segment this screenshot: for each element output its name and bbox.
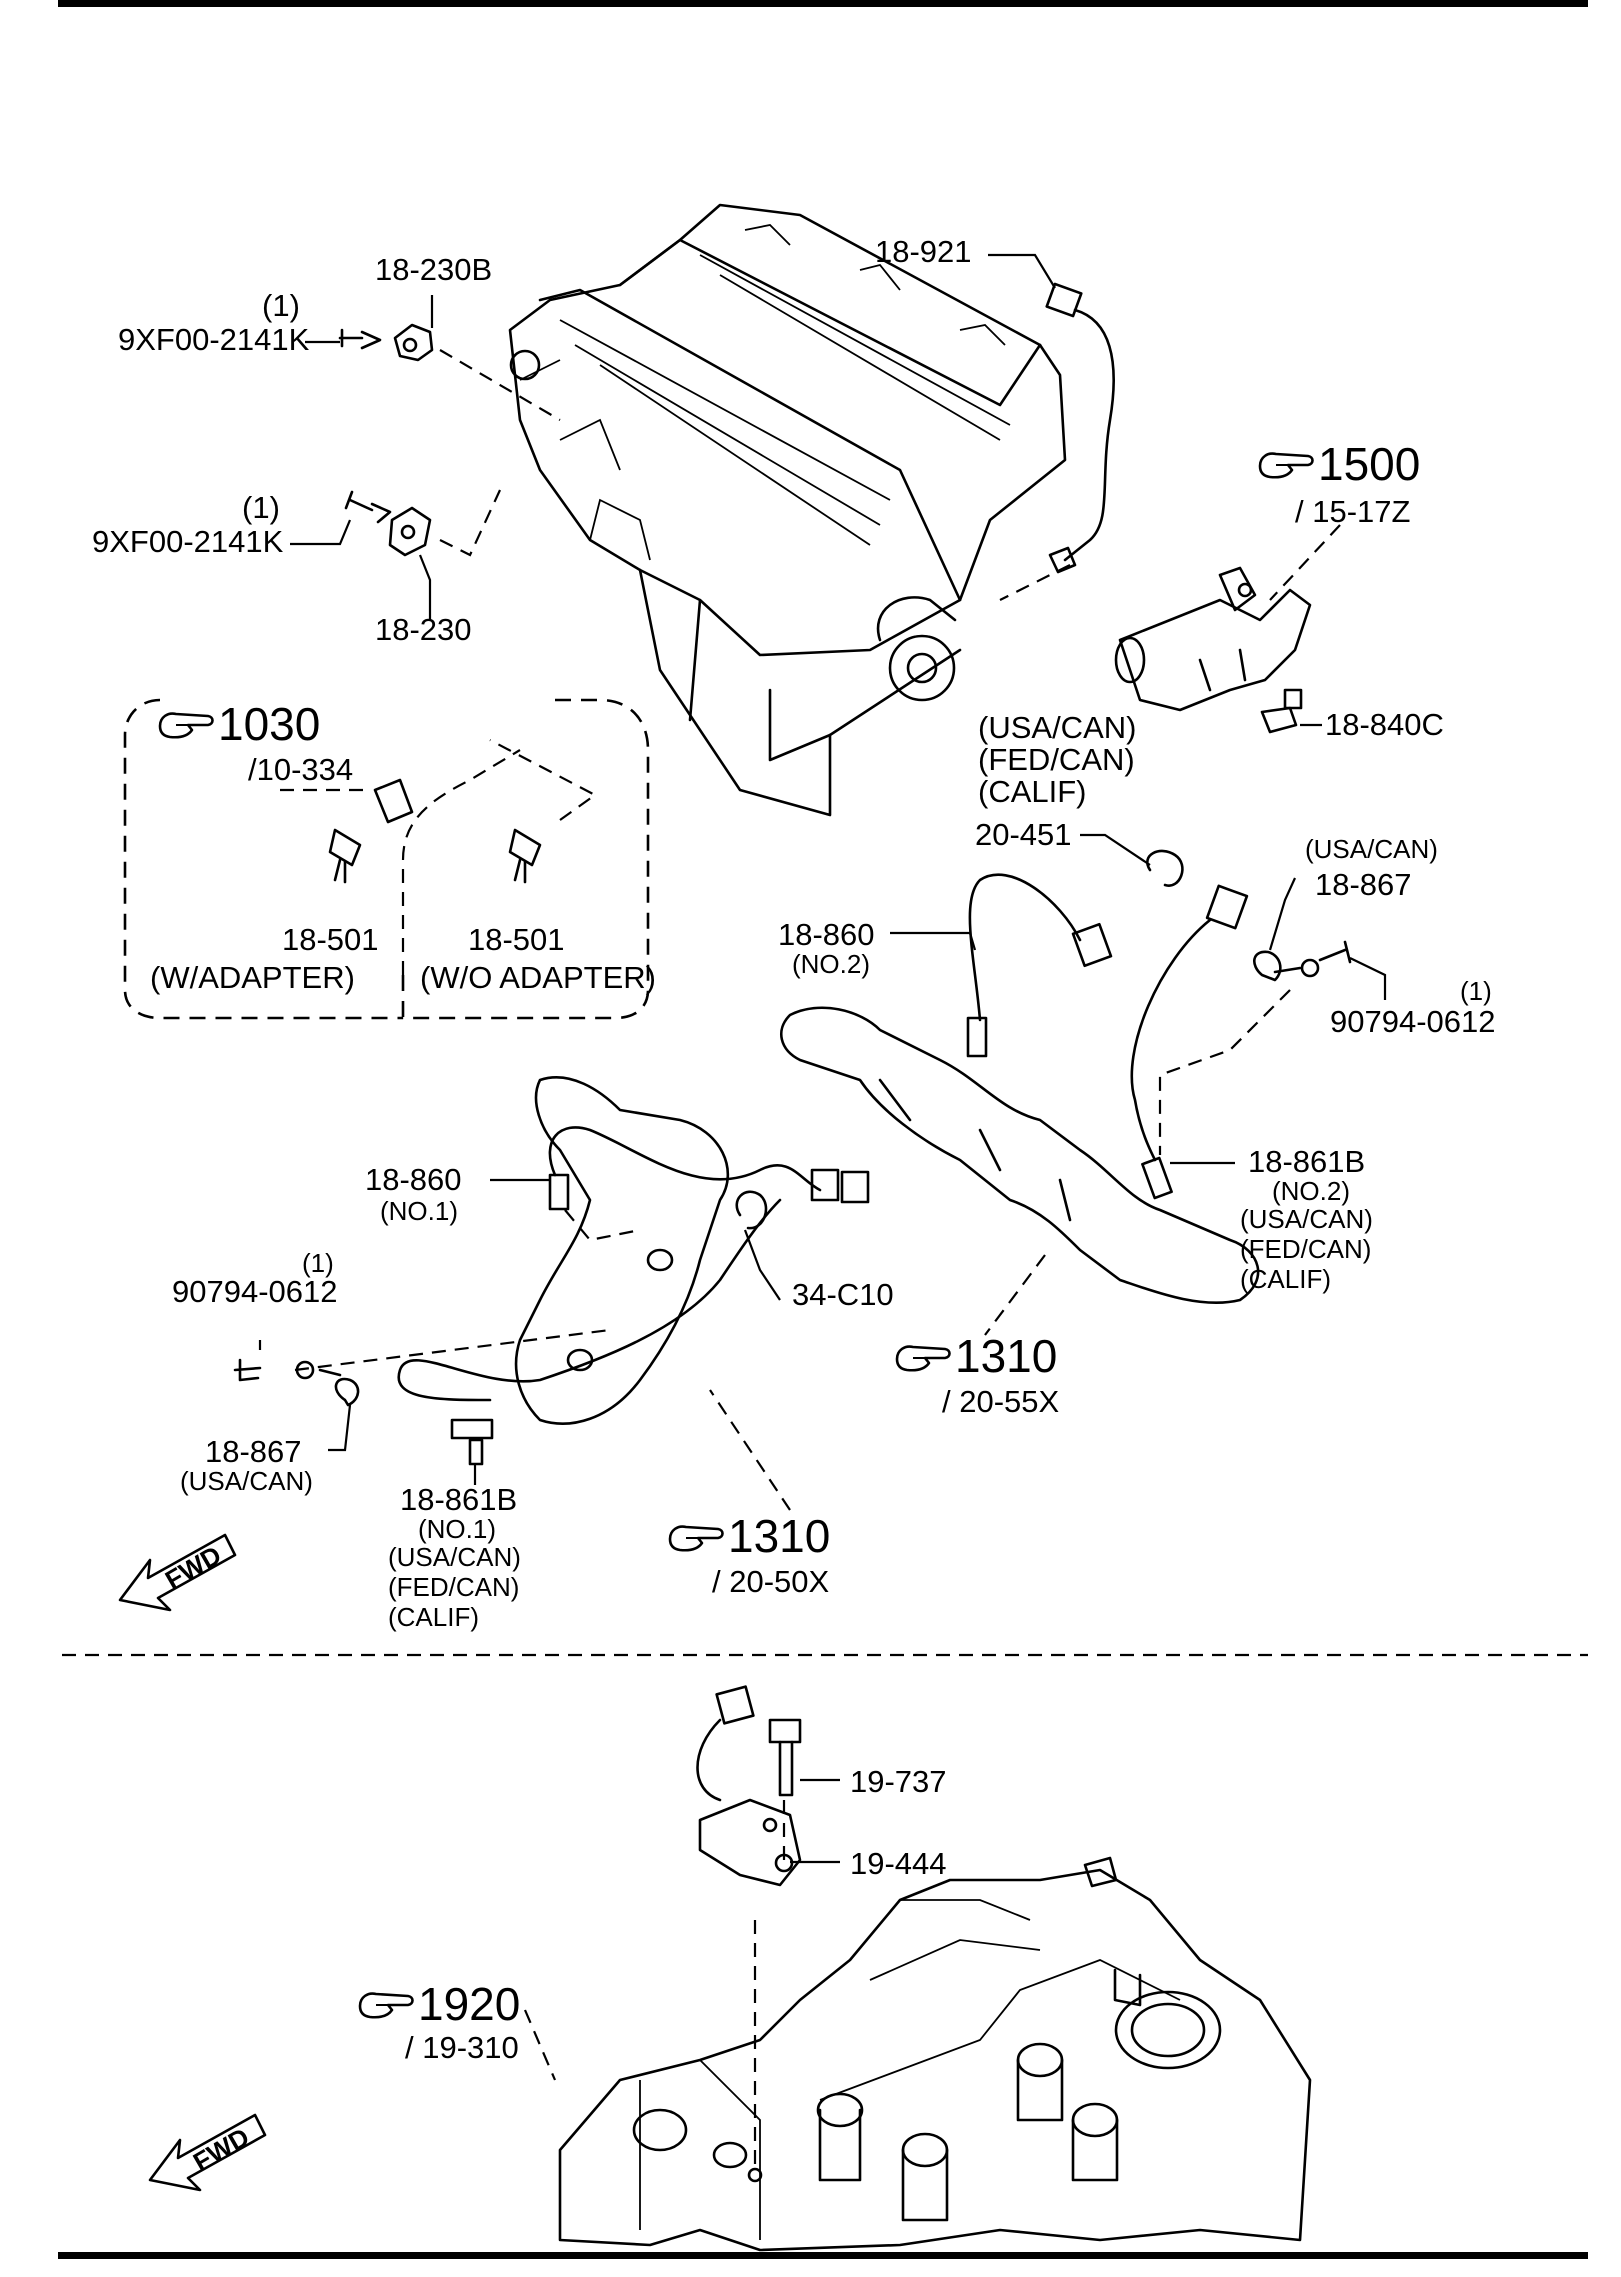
label-19-737: 19-737 [850,1764,947,1799]
label-usa-can-2: (USA/CAN) [1305,834,1438,864]
label-qty-90794-a: (1) [1460,976,1492,1006]
part-18-867-right-drawing [1253,940,1352,982]
exhaust-manifold-right-drawing [780,1006,1260,1304]
label-fed-can-1: (FED/CAN) [978,742,1135,777]
ref-1310-a[interactable]: 1310 [955,1330,1057,1382]
label-no2-a: (NO.2) [792,949,870,979]
pointing-hand-icon [358,1992,414,2019]
label-18-860-b: 18-860 [365,1162,462,1197]
ref-1920[interactable]: 1920 [418,1978,520,2030]
transmission-case-drawing [558,1856,1312,2252]
thermostat-housing-drawing [1114,566,1312,712]
label-calif-5: (CALIF) [388,1602,479,1632]
fwd-label: FWD [188,2122,254,2178]
label-9xf00-qty-b: (1) [242,490,280,525]
label-18-921: 18-921 [875,234,972,269]
label-19-444: 19-444 [850,1846,947,1881]
part-18-861B-no2-drawing [1130,884,1249,1200]
label-fed-can-5: (FED/CAN) [388,1572,519,1602]
part-18-861B-no1-drawing [397,1198,782,1466]
label-18-861B-b: 18-861B [400,1482,517,1517]
label-9xf00-qty-a: (1) [262,288,300,323]
pointing-hand-icon [158,712,214,739]
label-90794-a: 90794-0612 [1330,1004,1496,1039]
ref-1500[interactable]: 1500 [1318,438,1420,490]
part-18-867-left-drawing [233,1358,360,1407]
label-18-867-b: 18-867 [205,1434,302,1469]
label-90794-b: 90794-0612 [172,1274,338,1309]
label-no1-b: (NO.1) [418,1514,496,1544]
label-w-adapter: (W/ADAPTER) [150,960,355,995]
part-18-921-drawing [1045,282,1115,574]
label-usa-can-3: (USA/CAN) [1240,1204,1373,1234]
label-calif-1: (CALIF) [978,774,1087,809]
part-18-230-drawing [344,490,432,557]
part-18-230B-drawing [338,323,434,362]
part-20-451-drawing [1146,849,1184,887]
part-19-737-drawing [768,1718,802,1860]
ref-1310-b-sub: / 20-50X [712,1564,830,1599]
ref-1030-box [123,698,650,1020]
label-18-860-a: 18-860 [778,917,875,952]
label-18-230B: 18-230B [375,252,492,287]
label-18-867-a: 18-867 [1315,867,1412,902]
label-usa-can-4: (USA/CAN) [180,1466,313,1496]
pointing-hand-icon [668,1525,724,1552]
bottom-border [58,2252,1588,2259]
fwd-label: FWD [160,1540,226,1596]
part-18-501-wo-adapter-drawing [489,739,598,884]
label-no2-b: (NO.2) [1272,1176,1350,1206]
pointing-hand-icon [895,1345,951,1372]
label-18-861B-a: 18-861B [1248,1144,1365,1179]
ref-1500-sub: / 15-17Z [1295,494,1410,529]
label-18-230: 18-230 [375,612,472,647]
fwd-arrow-icon: FWD [118,1533,237,1612]
label-9xf00-b: 9XF00-2141K [92,524,284,559]
label-calif-3: (CALIF) [1240,1264,1331,1294]
label-20-451: 20-451 [975,817,1072,852]
engine-block-drawing [508,203,1067,817]
label-fed-can-3: (FED/CAN) [1240,1234,1371,1264]
label-usa-can-1: (USA/CAN) [978,710,1136,745]
exhaust-manifold-left-drawing [514,1076,730,1425]
part-18-840C-drawing [1260,688,1303,734]
ref-1310-b[interactable]: 1310 [728,1510,830,1562]
part-18-860-no1-drawing [548,1126,870,1211]
leader-lines [258,253,1387,2081]
pointing-hand-icon [1258,452,1314,479]
label-wo-adapter: (W/O ADAPTER) [420,960,656,995]
ref-1030-sub: /10-334 [248,752,353,787]
label-9xf00-a: 9XF00-2141K [118,322,310,357]
label-qty-90794-b: (1) [302,1248,334,1278]
ref-1310-a-sub: / 20-55X [942,1384,1060,1419]
label-18-840C: 18-840C [1325,707,1444,742]
label-18-501-b: 18-501 [468,922,565,957]
label-usa-can-5: (USA/CAN) [388,1542,521,1572]
label-no1-a: (NO.1) [380,1196,458,1226]
part-18-501-w-adapter-drawing [328,778,414,884]
fwd-arrow-icon: FWD [148,2113,267,2192]
part-18-860-no2-drawing [966,873,1113,1058]
ref-1030[interactable]: 1030 [218,698,320,750]
label-18-501-a: 18-501 [282,922,379,957]
top-border [58,0,1588,7]
ref-1920-sub: / 19-310 [405,2030,519,2065]
label-34-C10: 34-C10 [792,1277,894,1312]
